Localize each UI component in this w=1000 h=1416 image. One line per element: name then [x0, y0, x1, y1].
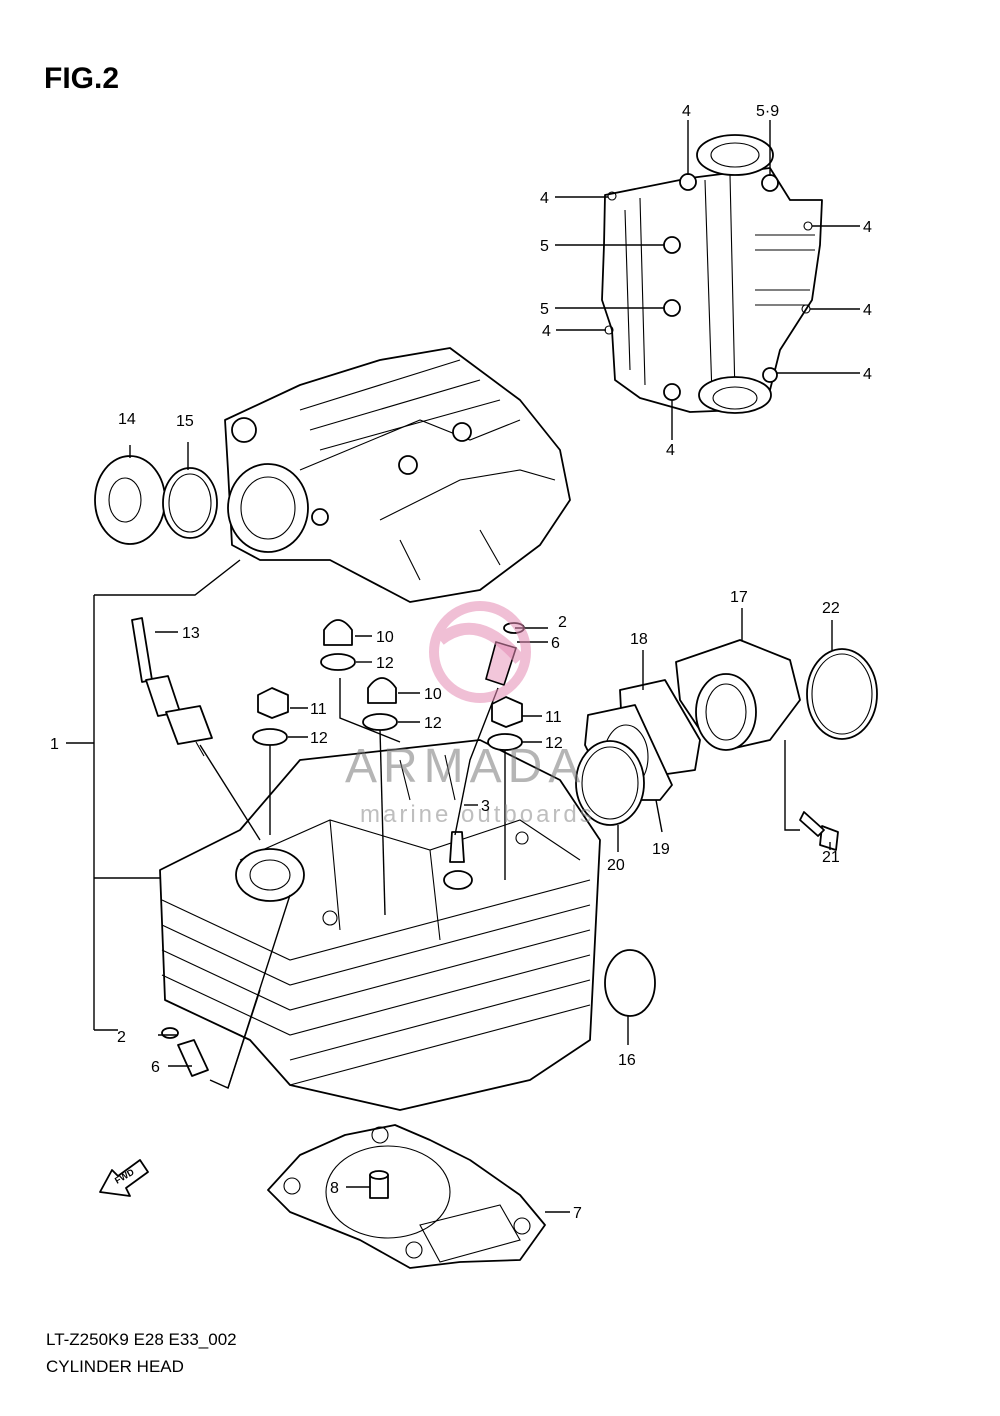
cylinder-head-cover-diagram — [601, 134, 823, 414]
callout-5-upper: 5 — [540, 238, 549, 255]
callout-6-lower: 6 — [151, 1059, 160, 1076]
callout-13: 13 — [182, 625, 200, 642]
forward-direction-arrow: FWD — [99, 1159, 149, 1197]
callout-15: 15 — [176, 413, 194, 430]
watermark-tagline: marine outboards — [360, 801, 595, 828]
callout-16: 16 — [618, 1052, 636, 1069]
callout-4-top: 4 — [682, 103, 691, 120]
washer-diagram — [252, 653, 523, 751]
camshaft-holder-diagram — [224, 347, 571, 603]
cylinder-head-diagram — [159, 739, 601, 1111]
callout-7: 7 — [573, 1205, 582, 1222]
callout-labels: 4 5·9 4 5 5 4 4 4 4 4 14 15 13 1 10 12 1… — [50, 103, 872, 1222]
plug-diagram — [604, 949, 656, 1017]
callout-4-bottom: 4 — [666, 442, 675, 459]
nut-diagram — [257, 687, 523, 728]
callout-21: 21 — [822, 849, 840, 866]
callout-11-left: 11 — [310, 701, 327, 718]
callout-17: 17 — [730, 589, 748, 606]
intake-o-ring-diagram — [575, 740, 645, 826]
callout-4-right-middle: 4 — [863, 302, 872, 319]
spark-plug-diagram — [131, 617, 213, 757]
callout-19: 19 — [652, 841, 670, 858]
callout-1: 1 — [50, 736, 59, 753]
leader-lines — [66, 120, 860, 1213]
callout-5-9: 5·9 — [756, 103, 779, 120]
callout-6-upper: 6 — [551, 635, 560, 652]
callout-2-upper: 2 — [558, 614, 567, 631]
o-ring-diagram — [162, 467, 218, 539]
callout-12-left: 12 — [310, 730, 328, 747]
callout-11-right: 11 — [545, 709, 562, 726]
cap-diagram — [94, 455, 166, 545]
callout-12-upper: 12 — [376, 655, 394, 672]
callout-20: 20 — [607, 857, 625, 874]
callout-14: 14 — [118, 411, 136, 428]
armada-watermark: ARMADA marine outboards — [345, 601, 595, 828]
drawing-code: LT-Z250K9 E28 E33_002 — [46, 1330, 237, 1349]
head-gasket-diagram — [267, 1124, 546, 1269]
callout-4-right-upper: 4 — [863, 219, 872, 236]
callout-3: 3 — [481, 798, 490, 815]
clamp-diagram — [806, 648, 878, 740]
callout-5-lower: 5 — [540, 301, 549, 318]
callout-4-left: 4 — [540, 190, 549, 207]
callout-18: 18 — [630, 631, 648, 648]
callout-10-upper: 10 — [376, 629, 394, 646]
bolt-diagram — [799, 811, 839, 851]
callout-12-right: 12 — [545, 735, 563, 752]
watermark-brand: ARMADA — [345, 740, 586, 793]
gasket-dowel-diagram — [369, 1170, 389, 1199]
cap-nut-diagram — [323, 619, 397, 704]
callout-12-middle: 12 — [424, 715, 442, 732]
callout-22: 22 — [822, 600, 840, 617]
callout-10-lower: 10 — [424, 686, 442, 703]
callout-4-left-lower: 4 — [542, 323, 551, 340]
assembly-name: CYLINDER HEAD — [46, 1357, 184, 1376]
callout-2-lower: 2 — [117, 1029, 126, 1046]
figure-title: FIG.2 — [44, 62, 120, 95]
intake-pipe-diagram — [675, 639, 801, 751]
callout-8: 8 — [330, 1180, 339, 1197]
callout-4-right-lower: 4 — [863, 366, 872, 383]
